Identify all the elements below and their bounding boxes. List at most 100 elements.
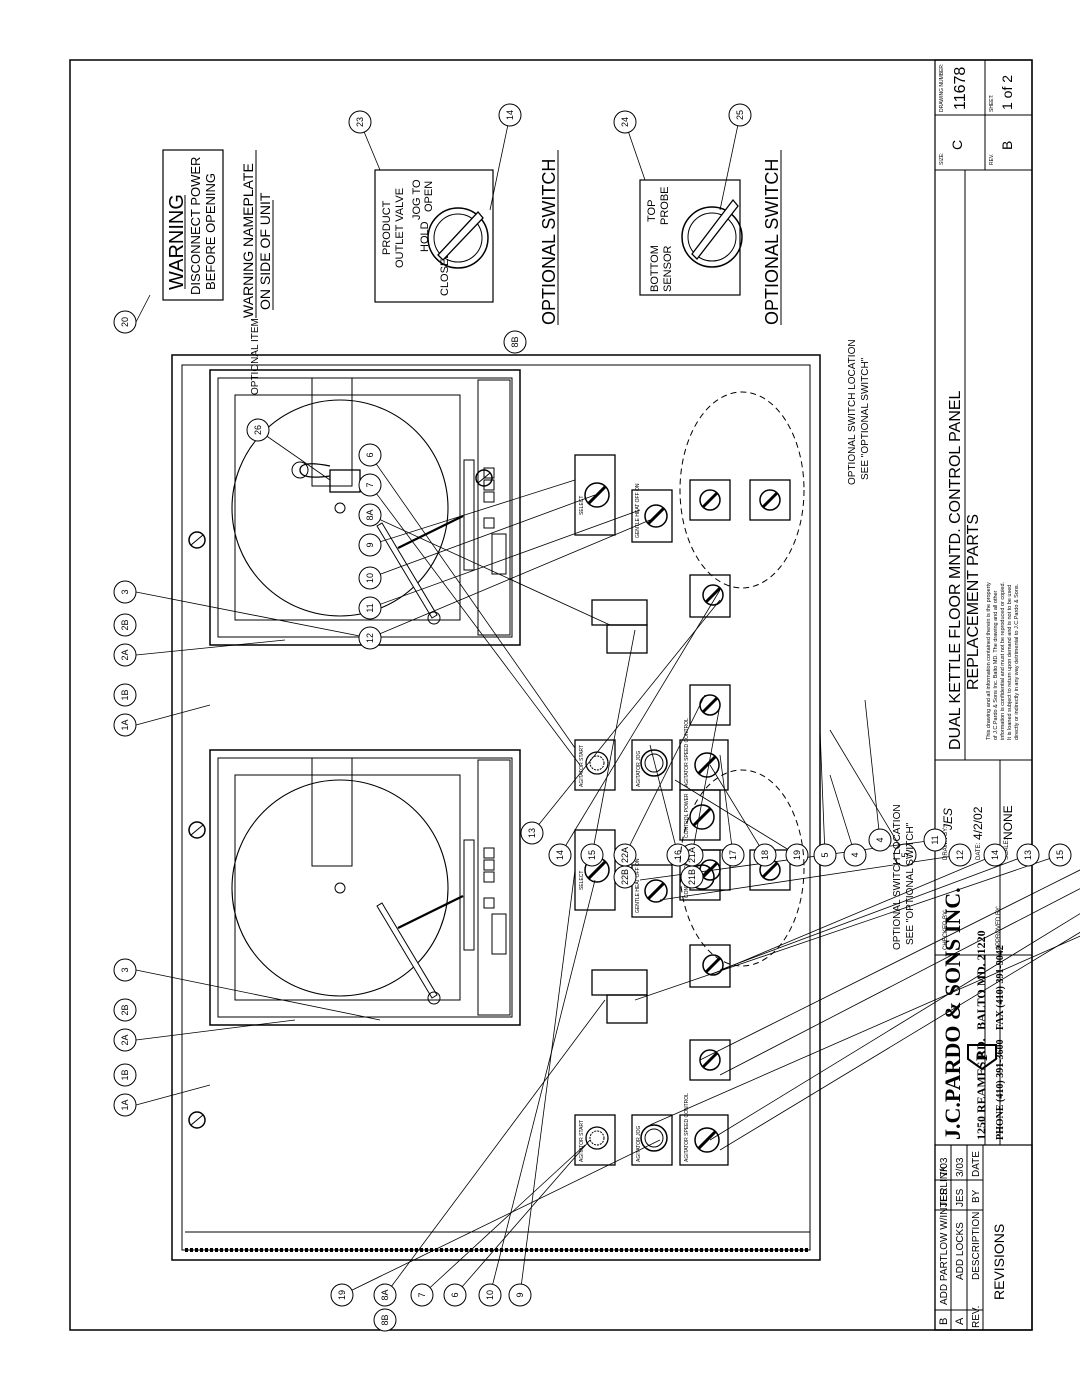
off-auto-switch-left-knob-icon <box>702 954 724 976</box>
callout-11: 11 <box>923 828 947 852</box>
probe-knob-icon <box>681 206 743 268</box>
agitator-start-left-label: AGITATOR START <box>579 1120 585 1162</box>
agitator-speed-right-knob-icon <box>694 752 720 778</box>
indicator-display-right <box>591 599 648 626</box>
svg-text:4: 4 <box>875 837 885 842</box>
warning-line-1: DISCONNECT POWER <box>188 157 203 295</box>
agitator-jog-right <box>631 739 673 791</box>
approved-by-label: APPROVED BY: <box>996 905 1002 950</box>
callout-6: 6 <box>358 443 382 467</box>
outlet-valve-switch: PRODUCT OUTLET VALVE HOLD JOG TO OPEN CL… <box>374 169 494 303</box>
svg-text:2B: 2B <box>120 1004 130 1015</box>
recorder-left <box>209 749 521 1026</box>
svg-text:20: 20 <box>120 317 130 327</box>
optional-location-note-right-1: OPTIONAL SWITCH LOCATION <box>847 339 858 485</box>
sheet-value: 1 of 2 <box>999 75 1015 110</box>
rev-row-a-description: ADD LOCKS <box>955 1222 966 1280</box>
title-block: J.C.PARDO & SONS INC. 1250 REAMES RD. BA… <box>934 59 1033 1331</box>
svg-text:4: 4 <box>850 852 860 857</box>
svg-text:22B: 22B <box>620 869 630 885</box>
date-value: 4/2/02 <box>971 806 985 840</box>
probe-text-bottom: BOTTOM <box>649 245 661 292</box>
callout-26: 26 <box>246 418 270 442</box>
nameplate-label-1: WARNING NAMEPLATE <box>240 163 256 318</box>
agitator-speed-right-label: AGITATOR SPEED CONTROL <box>684 718 690 787</box>
test-switch-left-knob-icon <box>699 1049 721 1071</box>
probe-text-sensor: SENSOR <box>662 245 674 292</box>
rev-header-description: DESCRIPTION <box>971 1212 982 1280</box>
control-panel <box>171 354 821 1261</box>
agitator-jog-right-label: AGITATOR JOG <box>636 750 642 787</box>
rev-row-a-date: 3/03 <box>955 1157 966 1177</box>
callout-18: 18 <box>753 843 777 867</box>
svg-text:1B: 1B <box>120 1069 130 1080</box>
rev-row-a-rev: A <box>954 1317 966 1325</box>
notice-line-4: It is loaned subject to return upon dema… <box>1007 585 1013 740</box>
chart-disc-icon <box>231 399 449 617</box>
agitator-start-right-label: AGITATOR START <box>579 745 585 787</box>
agitator-jog-left-label: AGITATOR JOG <box>636 1125 642 1162</box>
gentle-heat-switch-left-knob-icon <box>644 879 668 903</box>
rev-row-b-description: ADD PARTLOW W/INTERLINK <box>939 1165 950 1305</box>
company-phone: PHONE (410) 391-3600 <box>995 1039 1006 1140</box>
callout-15: 15 <box>1048 843 1072 867</box>
drawing-number-label: DRAWING NUMBER: <box>939 64 945 112</box>
chart-pen-icon <box>376 522 438 619</box>
chart-disc-icon <box>231 779 449 997</box>
callout-6: 6 <box>443 1283 467 1307</box>
callout-5: 5 <box>893 843 917 867</box>
svg-text:21B: 21B <box>687 869 697 885</box>
svg-text:2B: 2B <box>120 619 130 630</box>
callout-9: 9 <box>358 533 382 557</box>
warning-plate: WARNING DISCONNECT POWER BEFORE OPENING <box>162 149 224 301</box>
callout-8b: 8B <box>503 330 527 354</box>
callout-21b: 21B <box>680 865 704 889</box>
company-logo: P <box>967 1044 997 1071</box>
callout-15: 15 <box>580 843 604 867</box>
size-label: SIZE: <box>939 152 945 165</box>
rev-header-rev: REV. <box>971 1306 982 1328</box>
svg-text:14: 14 <box>555 850 565 860</box>
scale-value: NONE <box>1001 805 1015 840</box>
date-label: DATE: <box>976 842 982 860</box>
svg-text:1A: 1A <box>120 1099 130 1110</box>
optional-switch-b-right-knob-icon <box>759 489 781 511</box>
callout-22b: 22B <box>613 865 637 889</box>
rev-row-a-by: JES <box>955 1188 966 1207</box>
svg-text:25: 25 <box>735 110 745 120</box>
callout-12: 12 <box>358 626 382 650</box>
svg-text:P: P <box>974 1051 991 1061</box>
off-auto-switch-right-knob-icon <box>702 584 724 606</box>
callout-1b: 1B <box>113 1063 137 1087</box>
optional-switch-region-right <box>679 391 805 589</box>
svg-text:13: 13 <box>527 828 537 838</box>
svg-text:11: 11 <box>930 835 940 844</box>
drawing-number: 11678 <box>952 67 969 110</box>
optional-location-note-left-1: OPTIONAL SWITCH LOCATION <box>892 804 903 950</box>
off-auto-switch-right <box>689 574 731 618</box>
screw-icon <box>188 1111 206 1129</box>
rev-header-date: DATE <box>971 1151 982 1177</box>
warning-title: WARNING <box>166 194 188 290</box>
callout-14: 14 <box>548 843 572 867</box>
select-switch-right <box>574 454 616 536</box>
control-power-switch-right-knob-icon <box>689 804 715 830</box>
callout-11: 11 <box>358 596 382 620</box>
callout-12: 12 <box>948 843 972 867</box>
callout-2b: 2B <box>113 998 137 1022</box>
rev-label: REV. <box>989 154 995 165</box>
company-fax: FAX (410) 391-9042 <box>995 945 1006 1030</box>
rev-row-b-date: 7/03 <box>939 1157 950 1177</box>
indicator-display-right-screen <box>606 624 648 654</box>
chart-pen-icon <box>376 902 438 999</box>
svg-text:16: 16 <box>673 850 683 860</box>
svg-text:1B: 1B <box>120 689 130 700</box>
svg-text:14: 14 <box>505 110 515 120</box>
callout-25: 25 <box>728 103 752 127</box>
notice-line-2: of J.C.Pardo & Sons Inc. Balto MD. The d… <box>993 590 999 740</box>
svg-text:6: 6 <box>450 1292 460 1297</box>
svg-text:1A: 1A <box>120 719 130 730</box>
optional-item-note: OPTIONAL ITEM <box>250 318 261 395</box>
optional-switch-title-2: OPTIONAL SWITCH <box>762 159 782 325</box>
warning-line-2: BEFORE OPENING <box>203 173 218 290</box>
